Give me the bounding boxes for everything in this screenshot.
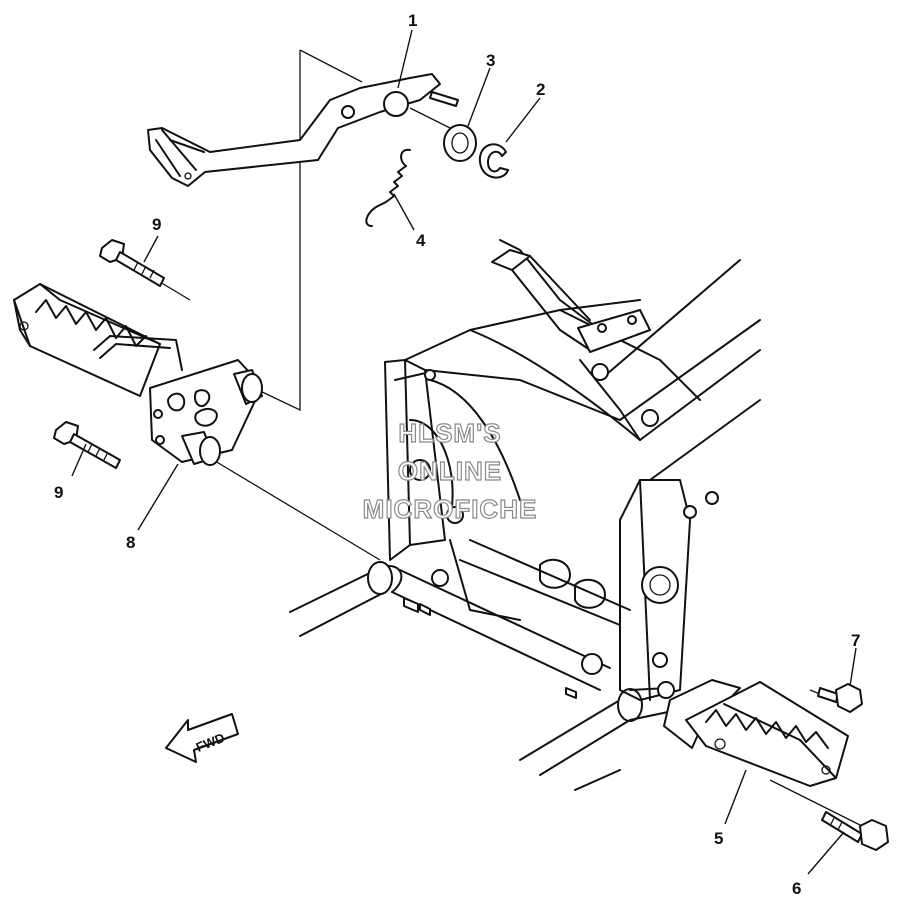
fwd-arrow: FWD [165, 713, 239, 763]
callouts: 1 2 3 4 9 9 8 7 5 6 [54, 11, 860, 898]
callout-5: 5 [714, 829, 723, 848]
watermark-line-3: MICROFICHE [363, 494, 538, 524]
callout-7: 7 [851, 631, 860, 650]
return-spring [365, 148, 411, 227]
callout-1: 1 [408, 11, 417, 30]
alignment-lines [159, 49, 871, 831]
left-footrest [13, 283, 183, 397]
callout-9-lower: 9 [54, 483, 63, 502]
watermark: HLSM'S ONLINE MICROFICHE [362, 417, 538, 524]
watermark-line-2: ONLINE [398, 456, 502, 486]
footrest-bracket [149, 359, 263, 466]
bolt-6 [821, 811, 889, 851]
frame-assembly [289, 239, 761, 791]
callout-3: 3 [486, 51, 495, 70]
circlip [478, 143, 509, 179]
leader-lines [71, 29, 857, 875]
brake-pedal [147, 73, 459, 187]
callout-6: 6 [792, 879, 801, 898]
watermark-line-1: HLSM'S [398, 418, 501, 448]
bolt-upper [99, 239, 165, 287]
bolt-lower [53, 421, 121, 469]
callout-8: 8 [126, 533, 135, 552]
callout-2: 2 [536, 80, 545, 99]
right-footrest [663, 679, 849, 787]
bolt-7 [817, 683, 863, 713]
washer [443, 124, 477, 162]
callout-9-upper: 9 [152, 215, 161, 234]
callout-4: 4 [416, 231, 426, 250]
